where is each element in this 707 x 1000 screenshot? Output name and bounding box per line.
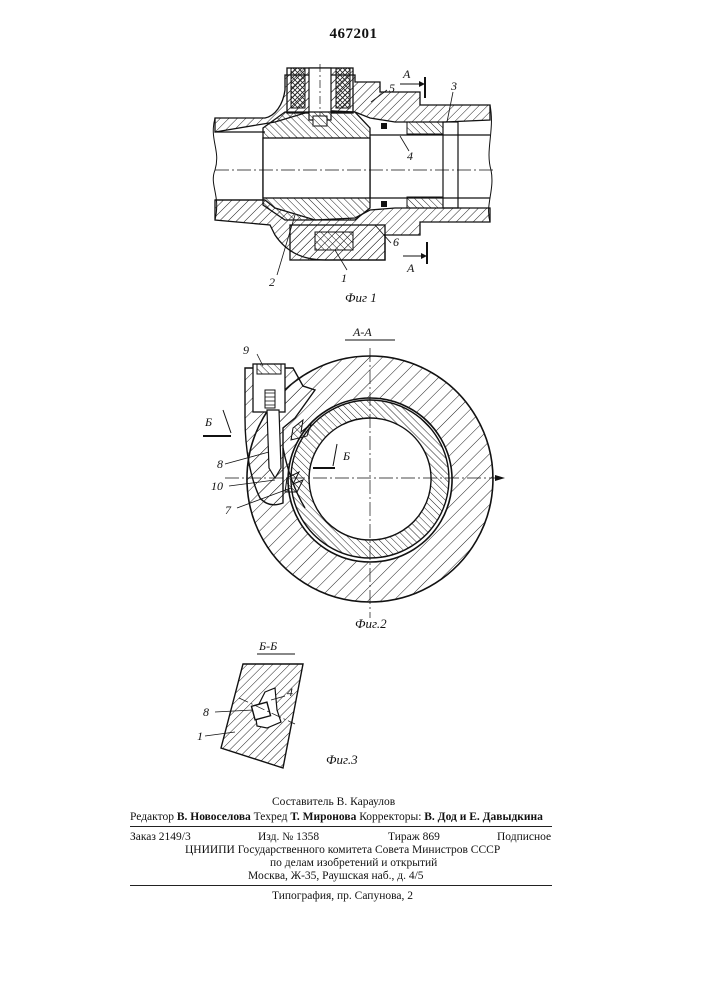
compiler-line: Составитель В. Караулов bbox=[272, 795, 395, 809]
fig1-label-4: 4 bbox=[407, 149, 413, 163]
fig2-label-9: 9 bbox=[243, 343, 249, 357]
fig1-section-mark-top: А bbox=[402, 67, 411, 81]
fig1-bore bbox=[263, 138, 370, 198]
fig1-caption: Фиг 1 bbox=[345, 290, 377, 305]
fig1-label-1: 1 bbox=[341, 271, 347, 285]
fig3-caption: Фиг.3 bbox=[326, 752, 358, 768]
circulation: Тираж 869 bbox=[388, 830, 440, 844]
org-line-2: по делам изобретений и открытий bbox=[270, 856, 437, 870]
fig2-section-title: А-А bbox=[352, 328, 372, 339]
techred-label: Техред bbox=[254, 811, 288, 823]
fig1-label-3: 3 bbox=[450, 79, 457, 93]
fig1-packing-right bbox=[336, 68, 350, 108]
fig2-label-10: 10 bbox=[211, 479, 223, 493]
fig1-label-6: 6 bbox=[393, 235, 399, 249]
fig1-label-2: 2 bbox=[269, 275, 275, 289]
editor-name: В. Новоселова bbox=[177, 811, 251, 823]
fig2-label-8: 8 bbox=[217, 457, 223, 471]
correctors-names: В. Дод и Е. Давыдкина bbox=[424, 811, 543, 823]
fig2-label-7: 7 bbox=[225, 503, 232, 517]
printer-line: Типография, пр. Сапунова, 2 bbox=[272, 889, 413, 903]
fig2-section-mark-left: Б bbox=[204, 415, 212, 429]
fig3-label-4: 4 bbox=[287, 685, 293, 699]
fig3-label-8: 8 bbox=[203, 705, 209, 719]
techred-name: Т. Миронова bbox=[290, 811, 356, 823]
imprint-rule-bottom bbox=[130, 885, 552, 886]
subscription: Подписное bbox=[497, 830, 551, 844]
correctors-label: Корректоры: bbox=[359, 811, 421, 823]
fig2-caption: Фиг.2 bbox=[355, 616, 387, 631]
figure-3-drawing: Б-Б 8 1 4 bbox=[195, 640, 375, 770]
fig1-label-5: 5 bbox=[389, 81, 395, 95]
org-line-3: Москва, Ж-35, Раушская наб., д. 4/5 bbox=[248, 869, 424, 883]
editor-label: Редактор bbox=[130, 811, 174, 823]
fig1-packing-left bbox=[291, 68, 305, 108]
figure-1-drawing: 5 3 4 6 1 2 А А Фиг 1 bbox=[195, 50, 515, 310]
fig2-latch bbox=[267, 410, 281, 478]
fig1-section-mark-bottom: А bbox=[406, 261, 415, 275]
editors-line: Редактор В. Новоселова Техред Т. Миронов… bbox=[130, 810, 543, 824]
figure-2-drawing: А-А 9 8 10 7 Б Б Фиг.2 bbox=[195, 328, 515, 638]
fig2-section-mark-right: Б bbox=[342, 449, 350, 463]
fig3-section-title: Б-Б bbox=[258, 640, 277, 653]
order-number: Заказ 2149/3 bbox=[130, 830, 191, 844]
imprint-rule-top bbox=[130, 826, 552, 827]
edition-number: Изд. № 1358 bbox=[258, 830, 319, 844]
patent-number: 467201 bbox=[0, 26, 707, 43]
org-line-1: ЦНИИПИ Государственного комитета Совета … bbox=[185, 843, 500, 857]
fig3-label-1: 1 bbox=[197, 729, 203, 743]
